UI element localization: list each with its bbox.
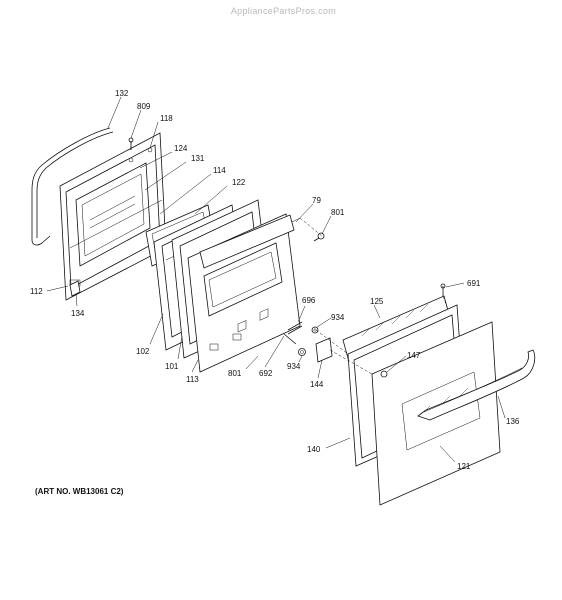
- callout-101: 101: [165, 362, 179, 371]
- callout-934-lower: 934: [287, 362, 301, 371]
- screw-801-upper[interactable]: [313, 232, 325, 242]
- callout-114: 114: [213, 166, 226, 175]
- door-gasket[interactable]: [31, 127, 114, 246]
- clip-147[interactable]: [380, 370, 388, 378]
- hardware-cluster[interactable]: [283, 321, 333, 363]
- callout-136: 136: [506, 417, 520, 426]
- callout-147: 147: [407, 351, 421, 360]
- callout-132: 132: [115, 89, 129, 98]
- inner-door-liner[interactable]: [59, 132, 167, 301]
- callout-692: 692: [259, 369, 273, 378]
- alignment-lines: [130, 141, 449, 375]
- callout-102: 102: [136, 347, 150, 356]
- callout-131: 131: [191, 154, 205, 163]
- callout-801-lower: 801: [228, 369, 242, 378]
- callout-934-upper: 934: [331, 313, 345, 322]
- screw-691[interactable]: [440, 283, 446, 296]
- callout-801-upper: 801: [331, 208, 345, 217]
- callout-121: 121: [457, 462, 471, 471]
- watermark: AppliancePartsPros.com: [0, 6, 562, 16]
- callout-124: 124: [174, 144, 188, 153]
- callout-118: 118: [160, 114, 173, 123]
- callout-125: 125: [370, 297, 384, 306]
- callout-113: 113: [186, 375, 199, 384]
- door-trim-strip[interactable]: [199, 214, 301, 269]
- callout-809: 809: [137, 102, 151, 111]
- callout-691: 691: [467, 279, 481, 288]
- leader-lines: [46, 96, 506, 463]
- door-handle-136[interactable]: [417, 349, 536, 421]
- callout-140: 140: [307, 445, 321, 454]
- callout-112: 112: [30, 287, 43, 296]
- hinge-134[interactable]: [69, 280, 81, 297]
- callout-79: 79: [312, 196, 321, 205]
- watermark-text: AppliancePartsPros.com: [230, 6, 336, 16]
- art-number: (ART NO. WB13061 C2): [35, 487, 124, 496]
- callout-labels: 132 809 118 124 131 114 122 79 801 112 1…: [30, 89, 520, 471]
- callout-134: 134: [71, 309, 85, 318]
- callout-144: 144: [310, 380, 324, 389]
- callout-122: 122: [232, 178, 246, 187]
- callout-696: 696: [302, 296, 316, 305]
